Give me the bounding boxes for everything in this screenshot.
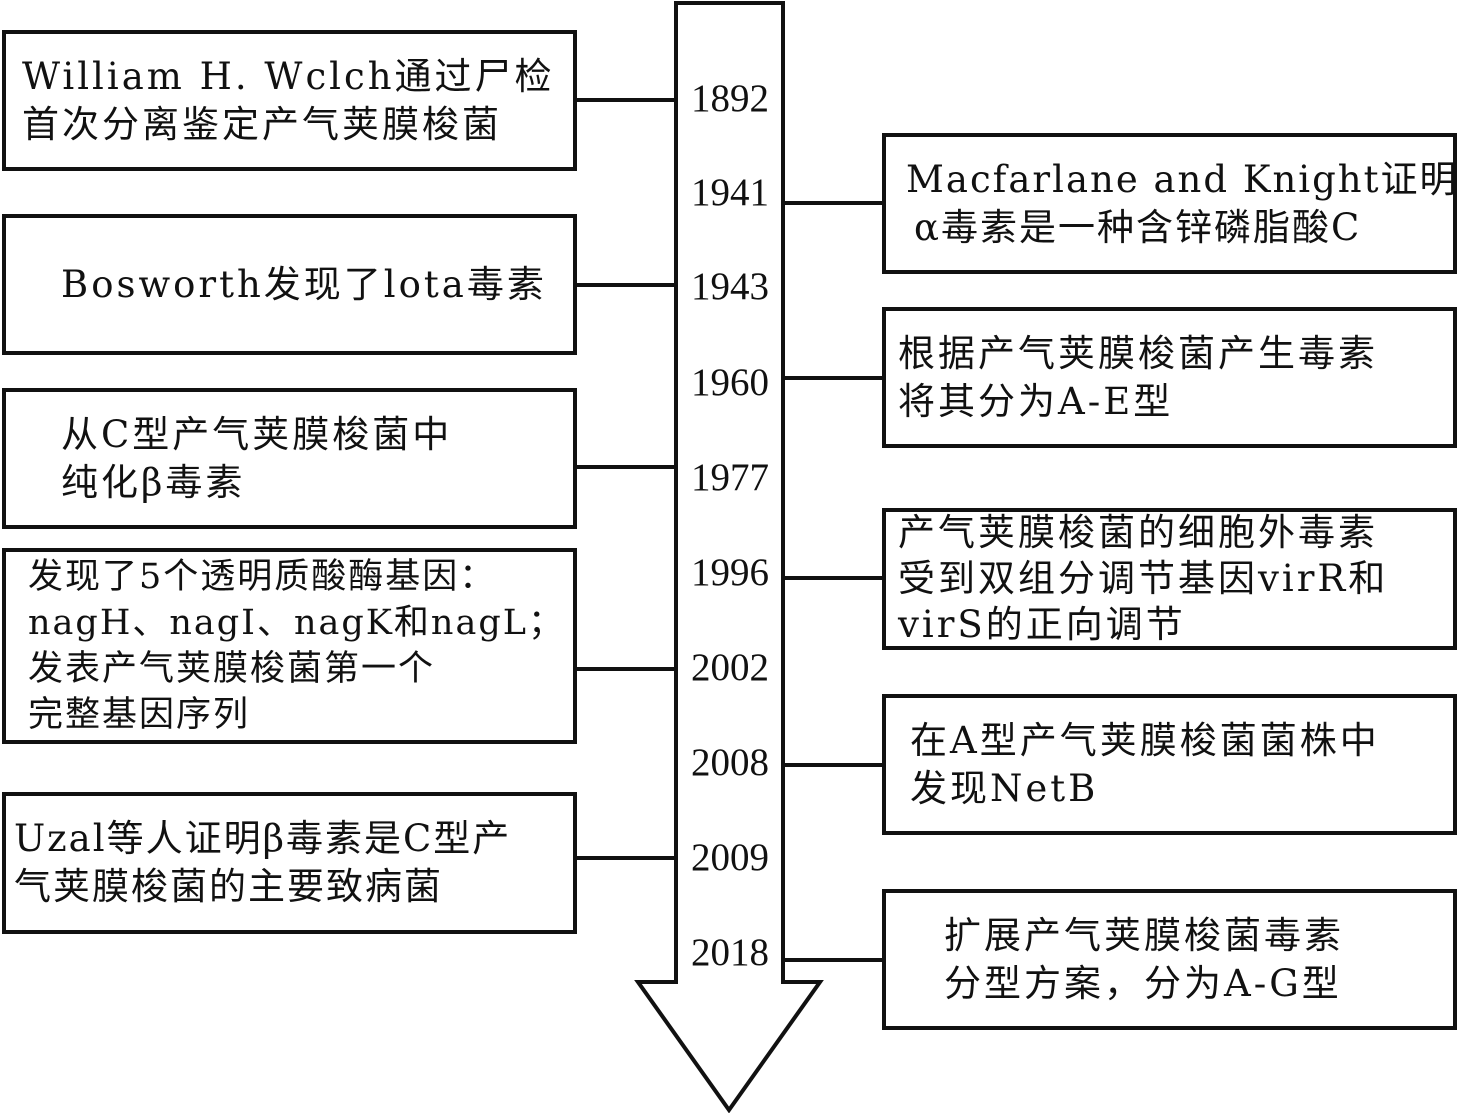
event-text-line: 首次分离鉴定产气荚膜梭菌 [22, 102, 502, 146]
event-text-line: Macfarlane and Knight证明 [906, 157, 1457, 201]
year-label-1941: 1941 [682, 171, 778, 215]
event-box-1943: Bosworth发现了lota毒素 [2, 214, 577, 355]
event-text-line: 发现NetB [910, 766, 1099, 810]
year-label-2009: 2009 [682, 836, 778, 880]
year-label-2008: 2008 [682, 741, 778, 785]
event-text-line: nagH、nagI、nagK和nagL； [28, 603, 565, 643]
year-label-1977: 1977 [682, 456, 778, 500]
event-box-2018: 扩展产气荚膜梭菌毒素 分型方案，分为A-G型 [882, 889, 1457, 1030]
event-box-1996: 产气荚膜梭菌的细胞外毒素 受到双组分调节基因virR和 virS的正向调节 [882, 508, 1457, 650]
year-label-2018: 2018 [682, 931, 778, 975]
event-text-line: 根据产气荚膜梭菌产生毒素 [898, 331, 1378, 375]
event-text-line: 受到双组分调节基因virR和 [898, 557, 1389, 600]
event-box-2008: 在A型产气荚膜梭菌菌株中 发现NetB [882, 694, 1457, 835]
event-text-line: virS的正向调节 [898, 603, 1186, 646]
year-label-1892: 1892 [682, 77, 778, 121]
event-box-2009: Uzal等人证明β毒素是C型产 气荚膜梭菌的主要致病菌 [2, 792, 577, 934]
event-text-line: 完整基因序列 [28, 695, 251, 735]
event-text-line: 分型方案，分为A-G型 [944, 961, 1342, 1005]
year-label-1996: 1996 [682, 551, 778, 595]
event-text-line: 气荚膜梭菌的主要致病菌 [14, 865, 443, 908]
event-text-line: 扩展产气荚膜梭菌毒素 [944, 913, 1344, 957]
year-label-1943: 1943 [682, 265, 778, 309]
event-box-2002: 发现了5个透明质酸酶基因： nagH、nagI、nagK和nagL； 发表产气荚… [2, 548, 577, 744]
event-text-line: 发表产气荚膜梭菌第一个 [28, 649, 436, 689]
event-text-line: 纯化β毒素 [61, 460, 246, 504]
event-text-line: 在A型产气荚膜梭菌菌株中 [910, 718, 1380, 762]
event-box-1892: William H. Wclch通过尸检 首次分离鉴定产气荚膜梭菌 [2, 30, 577, 171]
year-label-2002: 2002 [682, 646, 778, 690]
event-text-line: α毒素是一种含锌磷脂酸C [914, 205, 1362, 249]
year-label-1960: 1960 [682, 361, 778, 405]
event-text-line: 从C型产气荚膜梭菌中 [61, 412, 453, 456]
event-text-line: Bosworth发现了lota毒素 [61, 262, 547, 306]
event-text-line: 发现了5个透明质酸酶基因： [28, 557, 497, 597]
event-box-1977: 从C型产气荚膜梭菌中 纯化β毒素 [2, 388, 577, 529]
event-box-1960: 根据产气荚膜梭菌产生毒素 将其分为A-E型 [882, 307, 1457, 448]
event-box-1941: Macfarlane and Knight证明 α毒素是一种含锌磷脂酸C [882, 133, 1457, 274]
event-text-line: William H. Wclch通过尸检 [22, 54, 555, 98]
event-text-line: Uzal等人证明β毒素是C型产 [14, 817, 512, 860]
event-text-line: 产气荚膜梭菌的细胞外毒素 [898, 511, 1378, 554]
event-text-line: 将其分为A-E型 [898, 379, 1174, 423]
